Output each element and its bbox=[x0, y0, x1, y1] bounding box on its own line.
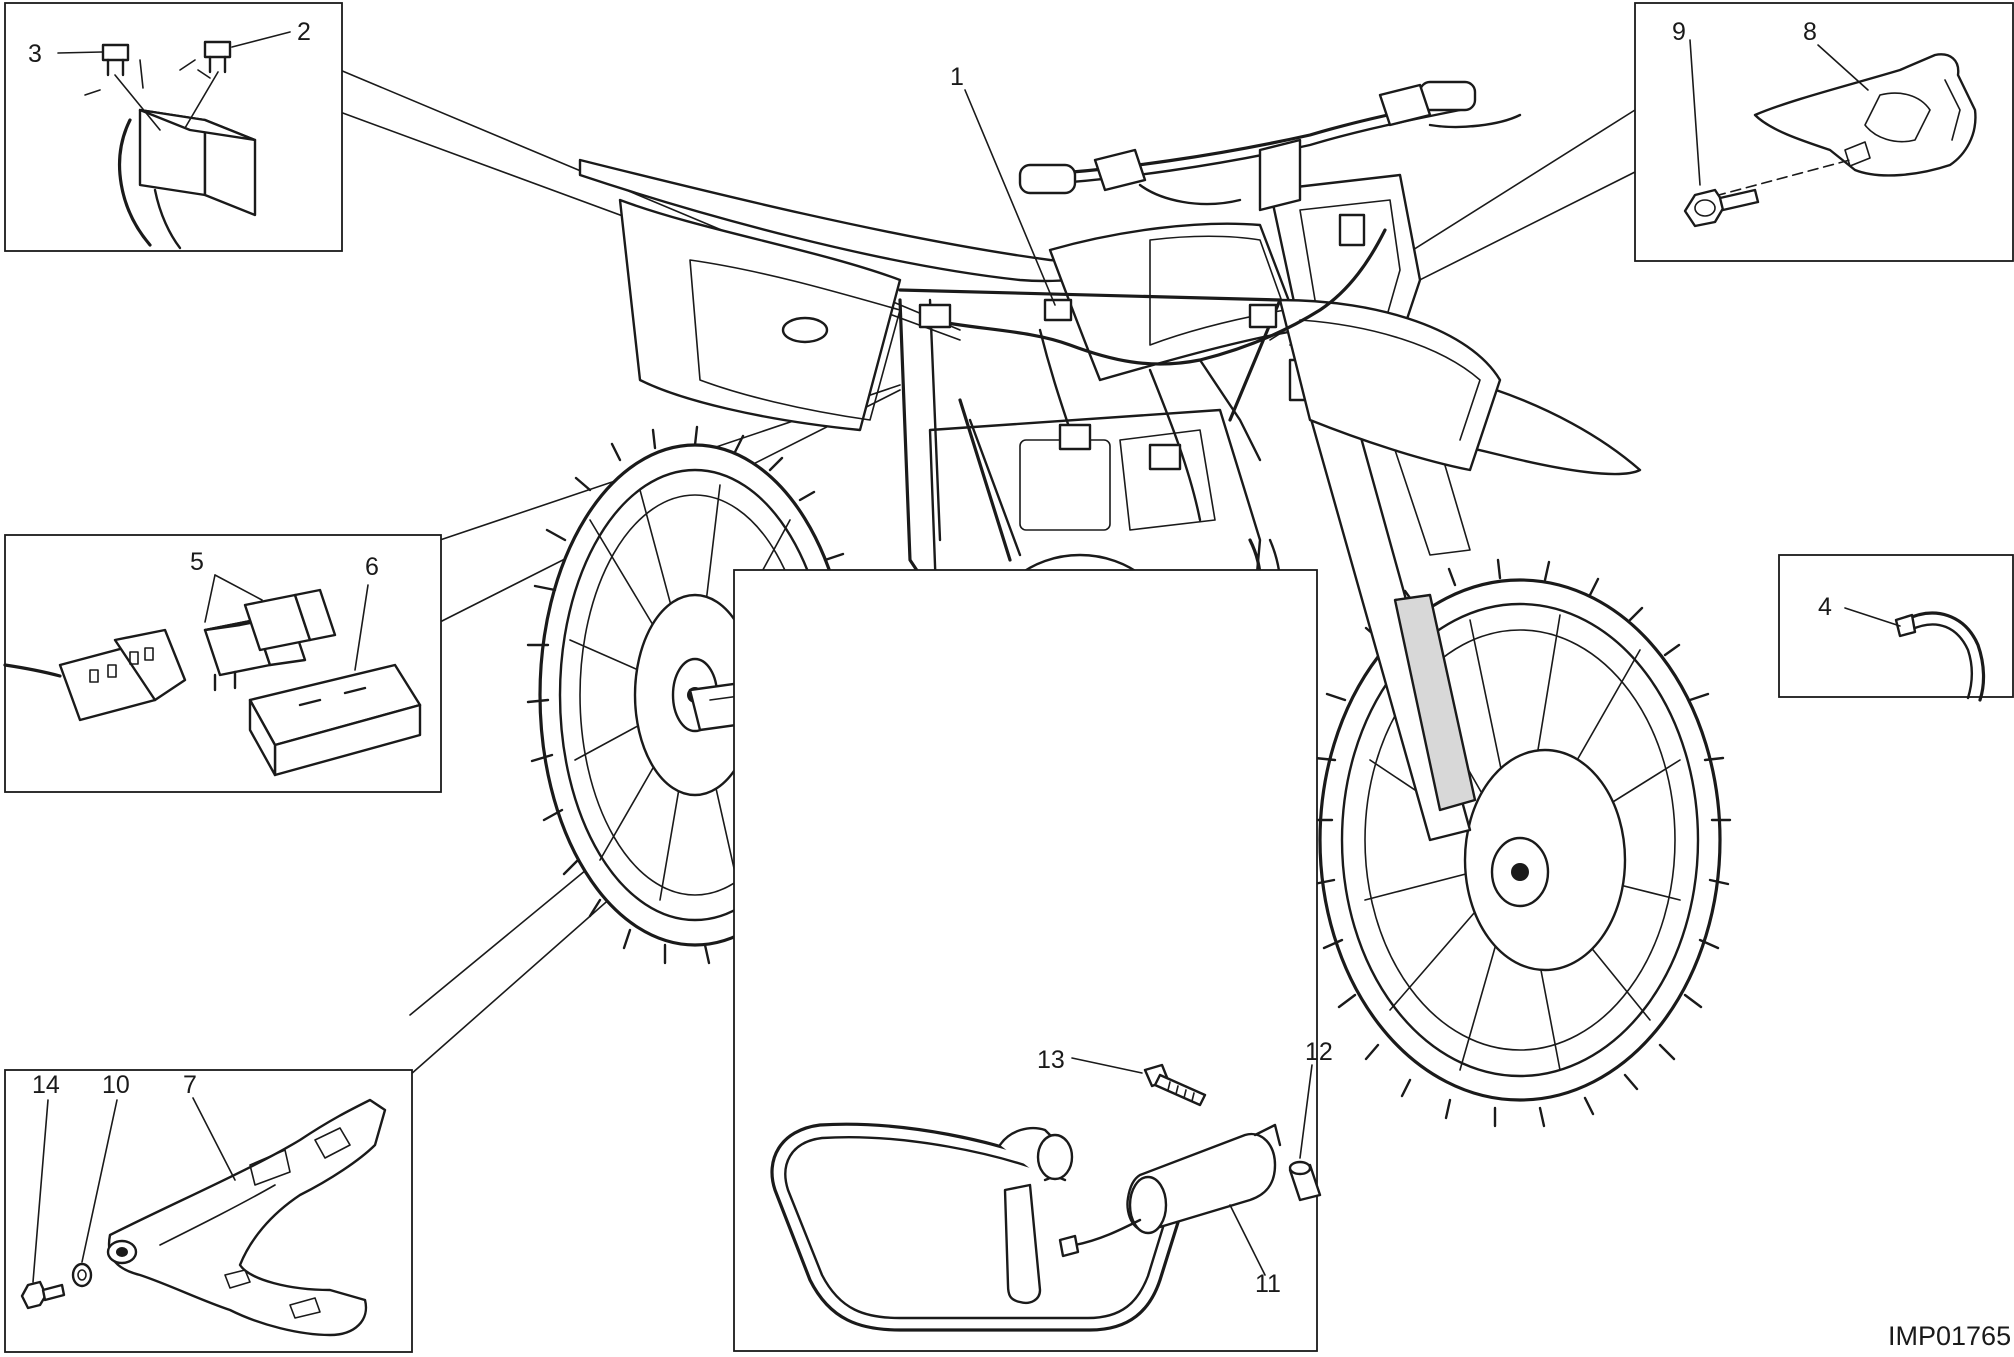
callout-13: 13 bbox=[1037, 1046, 1065, 1074]
detail-box-guard: 9 8 bbox=[1634, 2, 2014, 262]
spacer-12 bbox=[1288, 1160, 1322, 1202]
screw-14 bbox=[20, 1280, 66, 1310]
bracket-7 bbox=[106, 1098, 387, 1337]
callout-4: 4 bbox=[1818, 593, 1832, 621]
callout-14: 14 bbox=[32, 1071, 60, 1099]
callout-8: 8 bbox=[1803, 18, 1817, 46]
rear-shock bbox=[958, 398, 1022, 562]
washer-10 bbox=[71, 1262, 93, 1288]
relays-5 bbox=[203, 588, 337, 692]
callout-11: 11 bbox=[1255, 1270, 1281, 1298]
callout-1: 1 bbox=[950, 63, 964, 91]
relay-cover-6 bbox=[248, 663, 422, 777]
body-panels bbox=[578, 158, 1502, 472]
fuse-2 bbox=[203, 40, 232, 74]
callout-7: 7 bbox=[183, 1071, 197, 1099]
callout-2: 2 bbox=[297, 18, 311, 46]
drawing-id: IMP01765 bbox=[1888, 1321, 2011, 1351]
detail-box-clip: 4 bbox=[1778, 554, 2014, 702]
callout-6: 6 bbox=[365, 553, 379, 581]
detail-box-bracket: 14 10 7 bbox=[4, 1069, 413, 1353]
detail-box-relays: 5 6 bbox=[3, 534, 442, 793]
detail-box-fuses: 3 2 bbox=[4, 2, 343, 252]
fuse-3 bbox=[101, 43, 130, 77]
detail-box-coil: 13 12 11 bbox=[733, 569, 1333, 1352]
callout-1-group: 1 bbox=[950, 63, 1056, 306]
cable-clip-4 bbox=[1894, 611, 1986, 702]
callout-3: 3 bbox=[28, 40, 42, 68]
ignition-coil-11 bbox=[1058, 1123, 1282, 1258]
handlebar bbox=[1018, 80, 1522, 212]
callout-10: 10 bbox=[102, 1071, 130, 1099]
callout-5: 5 bbox=[190, 548, 204, 576]
bolt-9 bbox=[1683, 188, 1760, 228]
callout-9: 9 bbox=[1672, 18, 1686, 46]
bolt-13 bbox=[1143, 1063, 1207, 1107]
wiring-harness-installed bbox=[918, 213, 1387, 522]
spark-plug-cap bbox=[998, 1126, 1074, 1304]
callout-12: 12 bbox=[1305, 1038, 1333, 1066]
